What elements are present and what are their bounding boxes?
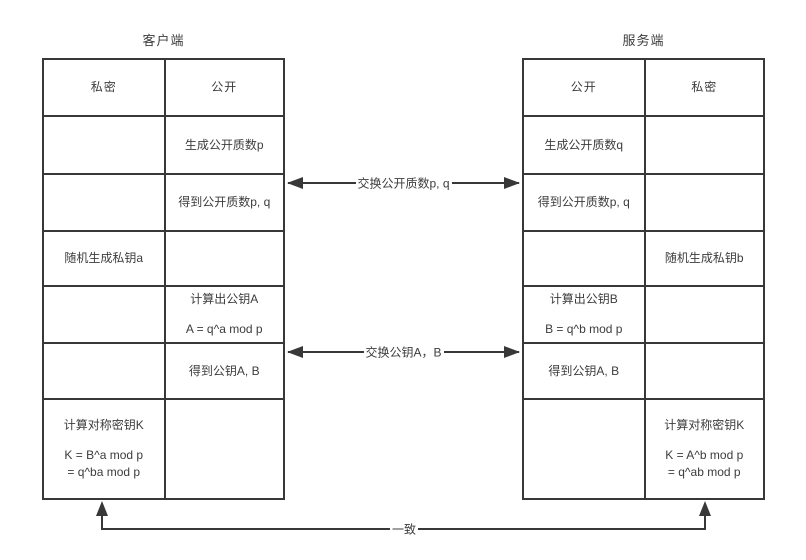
table-row: 计算出公钥B B = q^b mod p (524, 285, 763, 342)
client-private-cell (44, 344, 164, 398)
client-private-cell: 计算对称密钥K K = B^a mod p = q^ba mod p (44, 400, 164, 498)
table-row: 得到公开质数p, q (524, 173, 763, 230)
server-public-cell: 生成公开质数q (524, 117, 644, 173)
client-public-cell (163, 400, 284, 498)
up-arrowhead-icon (96, 501, 108, 516)
formula-block: B = q^b mod p (545, 321, 622, 338)
cell-text: 计算对称密钥K (664, 417, 745, 432)
table-row: 私密 公开 (44, 60, 283, 115)
server-public-header: 公开 (570, 80, 597, 94)
up-arrowhead-icon (699, 501, 711, 516)
client-public-cell: 得到公钥A, B (163, 344, 284, 398)
table-row: 计算对称密钥K K = A^b mod p = q^ab mod p (524, 398, 763, 498)
client-private-header: 私密 (90, 80, 117, 94)
exchange-primes-arrow: 交换公开质数p, q (287, 174, 520, 192)
client-public-cell: 生成公开质数p (163, 117, 284, 173)
table-row: 得到公钥A, B (44, 342, 283, 398)
server-title: 服务端 (622, 33, 665, 48)
left-arrowhead-icon (287, 346, 303, 358)
client-private-cell (44, 175, 164, 230)
client-private-cell (44, 117, 164, 173)
right-vertical-line (704, 514, 706, 530)
exchange-keys-label: 交换公钥A，B (363, 343, 444, 361)
server-public-cell (524, 232, 644, 285)
consistency-label: 一致 (389, 520, 419, 538)
formula-line: = q^ba mod p (67, 464, 141, 479)
formula-line: B = q^b mod p (545, 321, 623, 336)
client-title: 客户端 (142, 33, 185, 48)
server-private-cell: 随机生成私钥b (643, 232, 764, 285)
table-row: 生成公开质数q (524, 115, 763, 173)
table-row: 计算出公钥A A = q^a mod p (44, 285, 283, 342)
formula-block: K = A^b mod p = q^ab mod p (665, 447, 743, 481)
formula-line: = q^ab mod p (667, 464, 741, 479)
right-arrowhead-icon (504, 346, 520, 358)
cell-text: 生成公开质数p (184, 137, 264, 152)
table-row: 公开 私密 (524, 60, 763, 115)
table-row: 随机生成私钥a (44, 230, 283, 285)
formula-line: K = B^a mod p (64, 447, 144, 462)
left-arrowhead-icon (287, 177, 303, 189)
formula-block: A = q^a mod p (186, 321, 263, 338)
cell-text: 生成公开质数q (544, 137, 624, 152)
formula-line: K = A^b mod p (665, 447, 744, 462)
client-private-cell: 随机生成私钥a (44, 232, 164, 285)
right-arrowhead-icon (504, 177, 520, 189)
table-row: 计算对称密钥K K = B^a mod p = q^ba mod p (44, 398, 283, 498)
server-private-cell (643, 175, 764, 230)
client-public-cell (163, 232, 284, 285)
client-table: 私密 公开 生成公开质数p 得到公开质数p, q 随机生成私钥a 计算出公钥A … (42, 58, 285, 500)
server-private-header: 私密 (643, 60, 764, 115)
table-row: 得到公钥A, B (524, 342, 763, 398)
server-table: 公开 私密 生成公开质数q 得到公开质数p, q 随机生成私钥b 计算出公钥B … (522, 58, 765, 500)
server-private-cell (643, 287, 764, 342)
server-public-cell: 得到公开质数p, q (524, 175, 644, 230)
server-private-cell: 计算对称密钥K K = A^b mod p = q^ab mod p (643, 400, 764, 498)
cell-text: 计算出公钥B (549, 291, 618, 306)
table-row: 得到公开质数p, q (44, 173, 283, 230)
cell-text: 随机生成私钥b (664, 251, 744, 265)
client-public-header: 公开 (163, 60, 284, 115)
cell-text: 得到公钥A, B (548, 363, 620, 378)
cell-text: 计算对称密钥K (63, 417, 144, 432)
exchange-keys-arrow: 交换公钥A，B (287, 343, 520, 361)
server-public-cell: 得到公钥A, B (524, 344, 644, 398)
client-public-cell: 得到公开质数p, q (163, 175, 284, 230)
server-public-cell (524, 400, 644, 498)
client-private-cell (44, 287, 164, 342)
formula-block: K = B^a mod p = q^ba mod p (64, 447, 143, 481)
formula-line: A = q^a mod p (185, 321, 263, 336)
server-private-cell (643, 117, 764, 173)
table-row: 生成公开质数p (44, 115, 283, 173)
server-public-cell: 计算出公钥B B = q^b mod p (524, 287, 644, 342)
cell-text: 得到公开质数p, q (178, 195, 271, 209)
cell-text: 得到公开质数p, q (537, 195, 630, 209)
cell-text: 随机生成私钥a (64, 251, 144, 265)
table-row: 随机生成私钥b (524, 230, 763, 285)
cell-text: 计算出公钥A (190, 291, 259, 306)
cell-text: 得到公钥A, B (188, 363, 260, 378)
server-private-cell (643, 344, 764, 398)
exchange-primes-label: 交换公开质数p, q (355, 174, 452, 192)
left-vertical-line (101, 514, 103, 530)
client-public-cell: 计算出公钥A A = q^a mod p (163, 287, 284, 342)
